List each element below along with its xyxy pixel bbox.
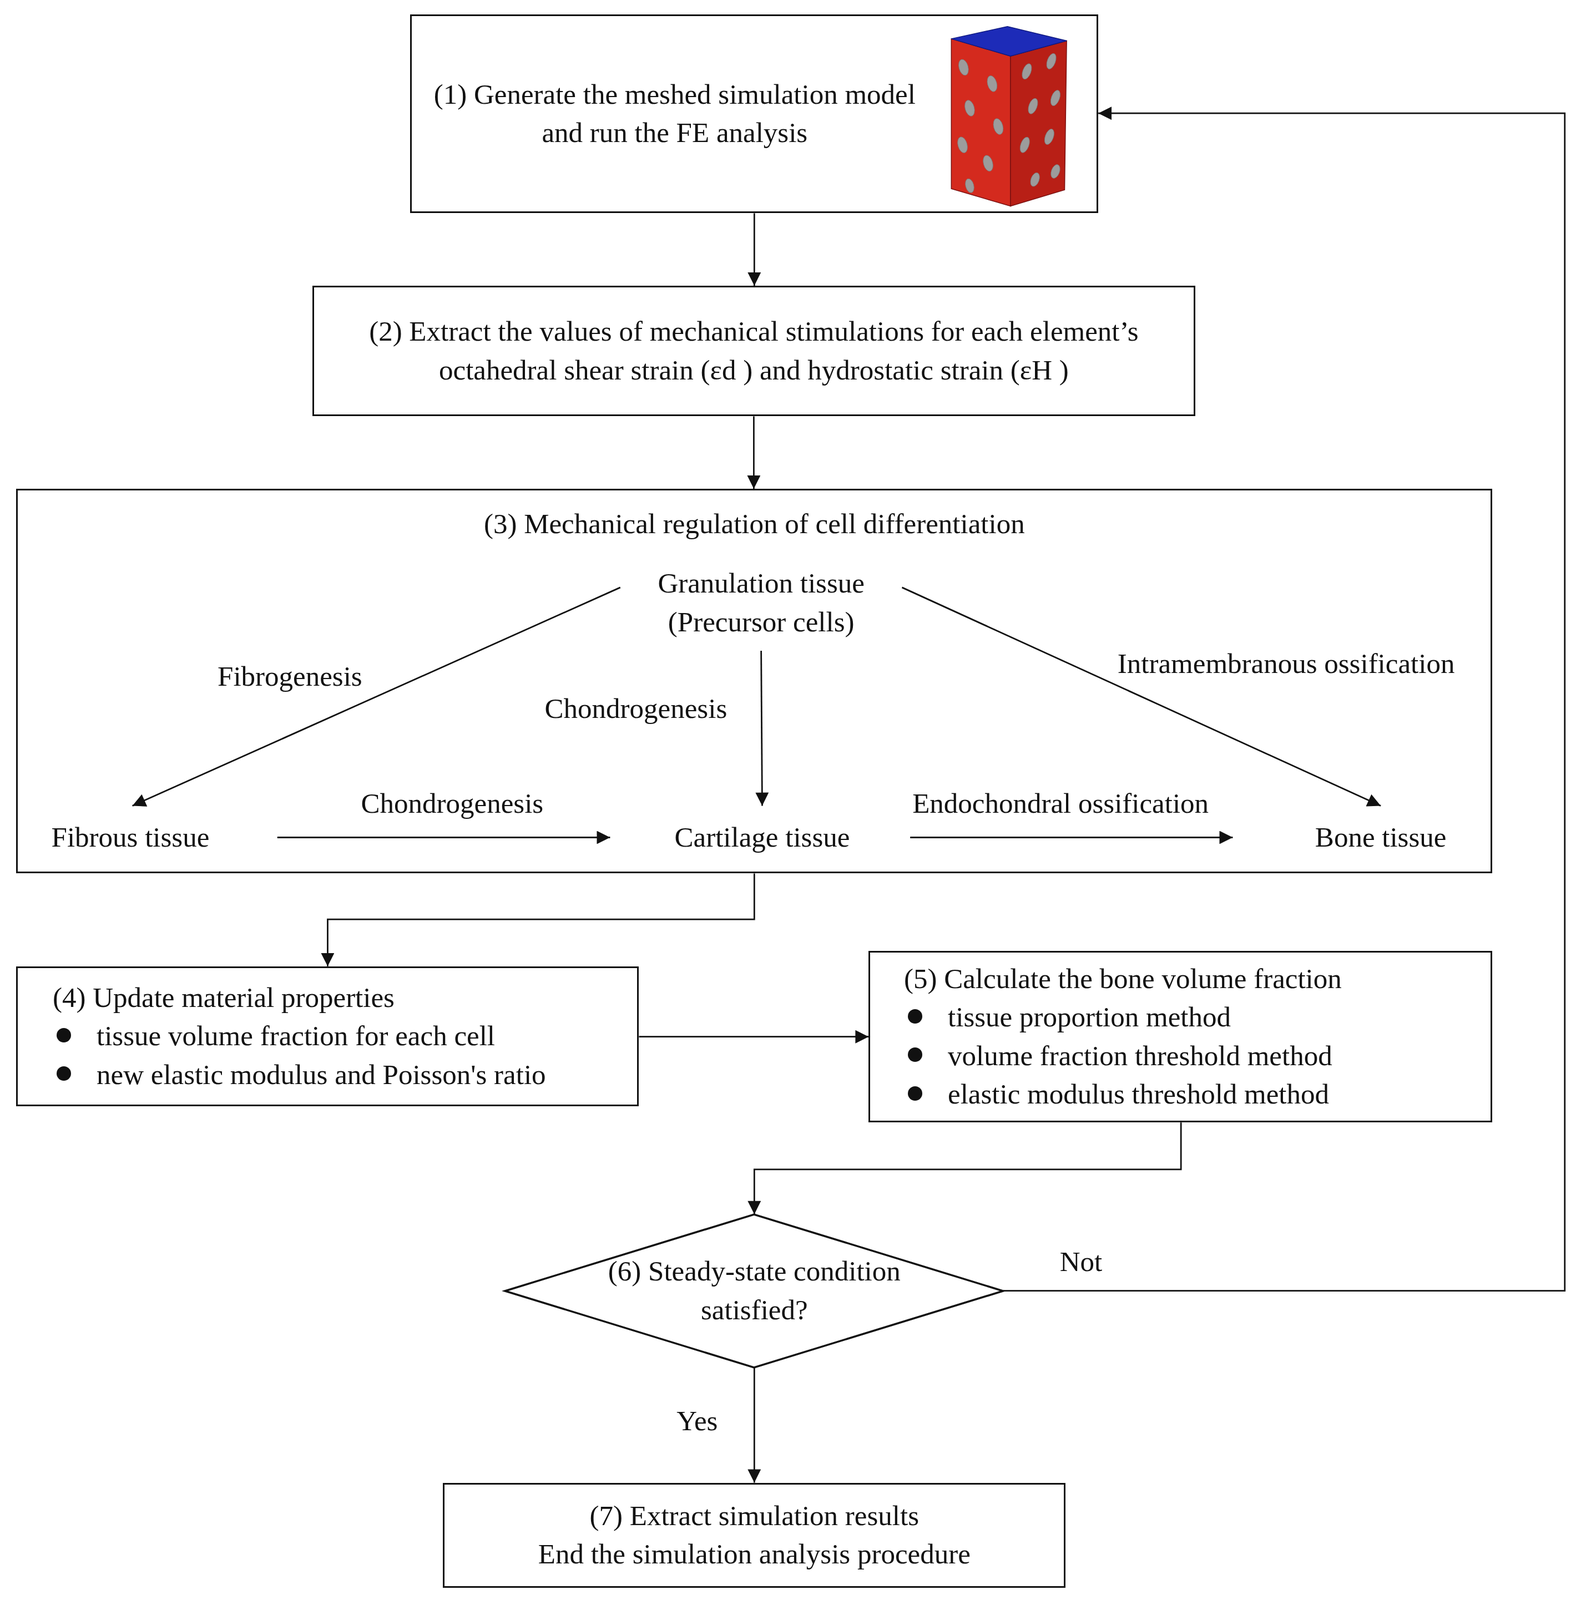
connector-arrow: [1003, 113, 1565, 1292]
tissue-node: Cartilage tissue: [650, 816, 874, 860]
tissue-node: Granulation tissue (Precursor cells): [628, 561, 894, 645]
node-content: Fibrous tissue: [28, 816, 233, 860]
connector-arrow: [638, 1036, 869, 1038]
edge-label: Fibrogenesis: [214, 659, 366, 694]
node-text: (1) Generate the meshed simulation model…: [429, 75, 920, 153]
edge-label: Endochondral ossification: [908, 787, 1212, 822]
edge-label: Not: [1056, 1245, 1106, 1280]
bullet-row: volume fraction threshold method: [903, 1037, 1333, 1076]
connector-arrow: [327, 873, 755, 967]
diamond-outline: [504, 1214, 1004, 1368]
node-content: (7) Extract simulation resultsEnd the si…: [444, 1484, 1064, 1587]
node-text: (6) Steady-state condition satisfied?: [578, 1252, 931, 1330]
node-body-text: elastic modulus threshold method: [947, 1075, 1330, 1114]
bullet-row: elastic modulus threshold method: [903, 1075, 1330, 1114]
decision-diamond: (6) Steady-state condition satisfied?: [504, 1214, 1004, 1368]
node-body-text: End the simulation analysis procedure: [538, 1535, 971, 1574]
bullet-row: new elastic modulus and Poisson's ratio: [52, 1056, 547, 1095]
bullet-holder: [52, 1028, 97, 1045]
node-content: Cartilage tissue: [650, 816, 874, 860]
bullet-dot: [56, 1028, 72, 1043]
tissue-node: Bone tissue: [1294, 816, 1468, 860]
connector-arrow: [277, 836, 611, 839]
node-content: (6) Steady-state condition satisfied?: [504, 1214, 1004, 1368]
node-text: Cartilage tissue: [674, 818, 851, 857]
node-body-text: new elastic modulus and Poisson's ratio: [96, 1056, 547, 1095]
node-text: (2) Extract the values of mechanical sti…: [335, 312, 1173, 390]
process-box: (2) Extract the values of mechanical sti…: [312, 285, 1196, 417]
edge-label: Chondrogenesis: [357, 787, 548, 822]
connector-arrow: [753, 416, 755, 489]
node-text: (7) Extract simulation results: [589, 1497, 919, 1536]
bullet-holder: [903, 1086, 948, 1104]
connector-arrow: [754, 1122, 1181, 1215]
node-text: (4) Update material properties: [52, 978, 395, 1018]
bullet-row: tissue volume fraction for each cell: [52, 1017, 495, 1056]
bullet-row: tissue proportion method: [903, 998, 1231, 1037]
bullet-dot: [56, 1066, 72, 1082]
process-box: (4) Update material propertiestissue vol…: [16, 966, 639, 1107]
node-text: Fibrous tissue: [51, 818, 210, 857]
connector-arrow: [753, 1367, 756, 1484]
node-text: (5) Calculate the bone volume fraction: [903, 960, 1342, 999]
node-content: (4) Update material propertiestissue vol…: [17, 968, 638, 1105]
edge-label: Yes: [673, 1405, 721, 1439]
node-body-text: volume fraction threshold method: [947, 1037, 1333, 1076]
bullet-holder: [903, 1009, 948, 1027]
node-text: Bone tissue: [1315, 818, 1447, 857]
connector-arrow: [901, 587, 1381, 807]
process-box: (1) Generate the meshed simulation model…: [410, 14, 1099, 214]
bullet-holder: [52, 1066, 97, 1084]
bullet-holder: [903, 1047, 948, 1065]
edge-label: Intramembranous ossification: [1114, 647, 1459, 682]
node-content: Granulation tissue (Precursor cells): [628, 561, 894, 645]
node-content: (2) Extract the values of mechanical sti…: [314, 287, 1194, 415]
node-body-text: tissue proportion method: [947, 998, 1231, 1037]
bullet-dot: [907, 1009, 923, 1024]
edge-label: Chondrogenesis: [541, 692, 731, 727]
connector-arrow: [910, 836, 1233, 839]
node-content: (5) Calculate the bone volume fractionti…: [870, 952, 1491, 1121]
connector-arrow: [753, 213, 756, 286]
connector-arrow: [761, 650, 763, 807]
bullet-dot: [907, 1086, 923, 1101]
process-box: (5) Calculate the bone volume fractionti…: [868, 951, 1493, 1123]
node-text: (3) Mechanical regulation of cell differ…: [483, 504, 1025, 544]
node-body-text: tissue volume fraction for each cell: [96, 1017, 495, 1056]
mesh-block-illustration: [951, 26, 1067, 207]
tissue-node: Fibrous tissue: [28, 816, 233, 860]
bullet-dot: [907, 1047, 923, 1063]
node-text: Granulation tissue (Precursor cells): [636, 564, 886, 642]
node-content: Bone tissue: [1294, 816, 1468, 860]
node-content: (1) Generate the meshed simulation model…: [411, 16, 1097, 212]
terminal-box: (7) Extract simulation resultsEnd the si…: [442, 1483, 1066, 1589]
